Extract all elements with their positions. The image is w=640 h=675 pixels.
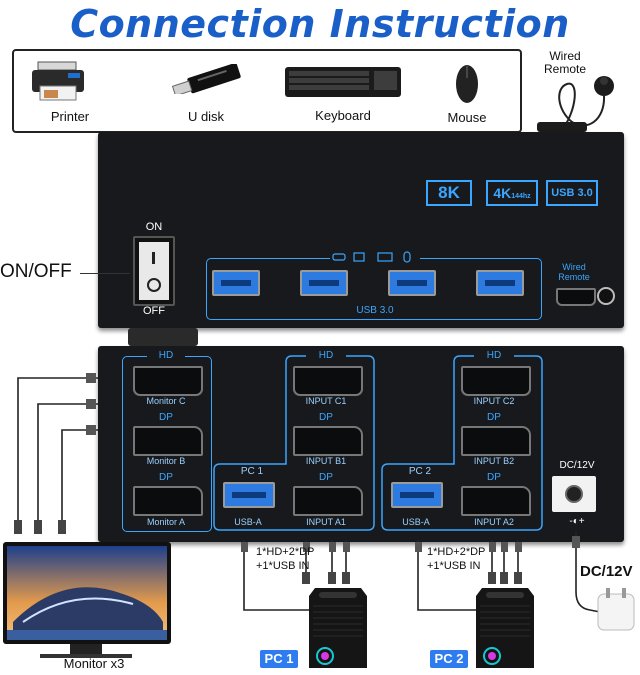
input-c2-label: INPUT C2 bbox=[473, 396, 515, 406]
pc1-cable-note-line1: 1*HD+2*DP bbox=[256, 546, 315, 558]
input-b1-label: INPUT B1 bbox=[305, 456, 347, 466]
front-usb-port-4[interactable] bbox=[476, 270, 524, 296]
input-b1-dp-port[interactable] bbox=[293, 426, 363, 456]
kvm-front-panel bbox=[98, 132, 624, 328]
monitor-stand bbox=[70, 644, 102, 654]
mouse-icon bbox=[452, 60, 482, 106]
monitor-b-dp-port[interactable] bbox=[133, 426, 203, 456]
monitor-illustration bbox=[3, 542, 171, 644]
usb-drive-icon bbox=[168, 62, 248, 97]
badge-8k: 8K bbox=[426, 180, 472, 206]
u-disk-label: U disk bbox=[187, 109, 225, 124]
printer-icon bbox=[28, 60, 88, 102]
printer-label: Printer bbox=[50, 109, 90, 124]
input-c1-hdmi-port[interactable] bbox=[293, 366, 363, 396]
power-switch[interactable] bbox=[133, 236, 175, 306]
monitor-count-label: Monitor x3 bbox=[63, 656, 125, 671]
input-b2-dp-port[interactable] bbox=[461, 426, 531, 456]
input-a1-dp-port[interactable] bbox=[293, 486, 363, 516]
wired-remote-cable bbox=[527, 60, 637, 170]
hd-label-monitor: HD bbox=[147, 350, 185, 361]
input-c1-label: INPUT C1 bbox=[305, 396, 347, 406]
monitor-c-hdmi-port[interactable] bbox=[133, 366, 203, 396]
pc1-cables bbox=[241, 540, 350, 611]
dc-power-port[interactable] bbox=[552, 476, 596, 512]
monitor-c-label: Monitor C bbox=[146, 396, 186, 406]
front-hdmi-port[interactable] bbox=[556, 288, 596, 306]
hd-label-pc2: HD bbox=[474, 350, 514, 361]
onoff-label: ON/OFF bbox=[0, 261, 72, 282]
wired-remote-label: Wired Remote bbox=[543, 49, 587, 76]
hd-label-pc1: HD bbox=[306, 350, 346, 361]
input-c2-hdmi-port[interactable] bbox=[461, 366, 531, 396]
monitor-cables bbox=[14, 373, 98, 534]
keyboard-icon bbox=[284, 64, 402, 100]
input-b2-label: INPUT B2 bbox=[473, 456, 515, 466]
peripherals-panel bbox=[12, 49, 522, 133]
monitor-b-label: Monitor B bbox=[146, 456, 186, 466]
dp-label-a1: DP bbox=[319, 472, 333, 483]
input-a2-dp-port[interactable] bbox=[461, 486, 531, 516]
page-title: Connection Instruction bbox=[70, 2, 570, 46]
front-usb-port-3[interactable] bbox=[388, 270, 436, 296]
badge-4k-sub: 144hz bbox=[511, 193, 531, 200]
panel-foot bbox=[128, 328, 198, 346]
pc2-cable-note-line2: +1*USB IN bbox=[427, 560, 481, 572]
mouse-label: Mouse bbox=[447, 110, 487, 125]
pc1-cable-note-line2: +1*USB IN bbox=[256, 560, 310, 572]
remote-jack[interactable] bbox=[597, 287, 615, 305]
front-wired-remote-label: Wired Remote bbox=[558, 262, 590, 282]
pc2-group-outline bbox=[381, 355, 543, 531]
dc-rear-label: DC/12V bbox=[559, 460, 595, 471]
power-adapter-icon bbox=[594, 586, 638, 636]
pc1-usb-a-port[interactable] bbox=[223, 482, 275, 508]
keyboard-label: Keyboard bbox=[315, 108, 371, 123]
front-usb3-label: USB 3.0 bbox=[330, 305, 420, 316]
monitor-base bbox=[40, 654, 132, 658]
pc1-group-outline bbox=[213, 355, 375, 531]
dc-cable bbox=[572, 532, 601, 613]
switch-on-label: ON bbox=[145, 221, 163, 233]
pc2-rear-label: PC 2 bbox=[395, 466, 445, 477]
monitor-a-label: Monitor A bbox=[146, 517, 186, 527]
dp-label-monitor-b: DP bbox=[159, 412, 173, 423]
pc2-usb-a-label: USB-A bbox=[402, 517, 430, 527]
front-usb-port-1[interactable] bbox=[212, 270, 260, 296]
dp-label-b1: DP bbox=[319, 412, 333, 423]
pc2-cables bbox=[415, 540, 522, 611]
pc2-usb-a-port[interactable] bbox=[391, 482, 443, 508]
pc1-rear-label: PC 1 bbox=[227, 466, 277, 477]
pc2-badge: PC 2 bbox=[430, 650, 468, 668]
pc1-badge: PC 1 bbox=[260, 650, 298, 668]
dc-adapter-label: DC/12V bbox=[580, 563, 633, 580]
badge-4k-main: 4K bbox=[493, 185, 512, 201]
pc2-cable-note-line1: 1*HD+2*DP bbox=[427, 546, 486, 558]
front-usb-port-2[interactable] bbox=[300, 270, 348, 296]
badge-usb3: USB 3.0 bbox=[546, 180, 598, 206]
polarity-label: -◐+ bbox=[569, 516, 585, 527]
dp-label-a2: DP bbox=[487, 472, 501, 483]
pc1-tower-icon bbox=[305, 584, 371, 670]
pc1-usb-a-label: USB-A bbox=[234, 517, 262, 527]
monitor-a-dp-port[interactable] bbox=[133, 486, 203, 516]
dp-label-b2: DP bbox=[487, 412, 501, 423]
peripheral-icons-strip bbox=[330, 250, 420, 264]
pc2-tower-icon bbox=[472, 584, 538, 670]
dp-label-monitor-a: DP bbox=[159, 472, 173, 483]
onoff-leader-line bbox=[80, 273, 130, 274]
switch-off-label: OFF bbox=[143, 305, 165, 317]
input-a2-label: INPUT A2 bbox=[474, 517, 514, 527]
input-a1-label: INPUT A1 bbox=[306, 517, 346, 527]
badge-4k: 4K144hz bbox=[486, 180, 538, 206]
